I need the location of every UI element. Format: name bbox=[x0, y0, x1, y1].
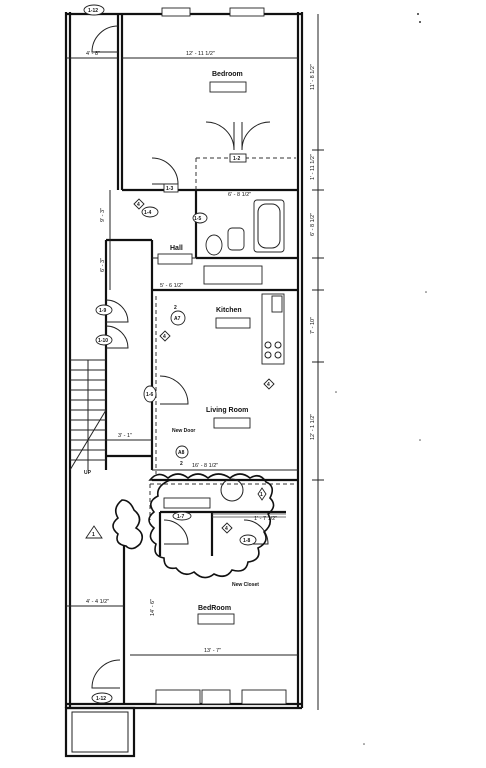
room-label-bedroom-top: Bedroom bbox=[212, 71, 243, 78]
scan-marks bbox=[335, 13, 427, 745]
dim-kitchen-depth: 7' - 10" bbox=[310, 317, 316, 334]
tag-1-10: 1-10 bbox=[98, 338, 108, 344]
dim-kitchen-width: 5' - 6 1/2" bbox=[160, 283, 183, 289]
tags: 1-12 1-2 1-3 1-4 1-5 1-9 1-10 1-6 1-7 1-… bbox=[83, 4, 275, 704]
tag-1a: 1 bbox=[92, 532, 95, 538]
annotations: New Door New Closet UP bbox=[84, 428, 259, 588]
dim-top-left-small: 4' - 8" bbox=[86, 51, 100, 57]
tag-a8: A8 bbox=[178, 450, 185, 456]
hatch-band bbox=[212, 513, 286, 518]
dim-bedroom2-depth: 14' - 6" bbox=[150, 599, 156, 616]
tag-1-8: 1-8 bbox=[243, 538, 250, 544]
tag-1b: 1 bbox=[260, 492, 263, 498]
room-label-living-room: Living Room bbox=[206, 407, 248, 414]
tag-4b: 4 bbox=[163, 334, 166, 340]
tag-1-6: 1-6 bbox=[146, 392, 153, 398]
dim-bath-width: 6' - 8 1/2" bbox=[228, 192, 251, 198]
label-box bbox=[157, 253, 193, 265]
room-label-kitchen: Kitchen bbox=[216, 307, 242, 314]
stair-up-label: UP bbox=[84, 470, 92, 476]
dim-closet-small: 1' - 7 1/2" bbox=[254, 516, 277, 522]
tag-2a: 2 bbox=[174, 305, 177, 311]
windows bbox=[155, 7, 287, 705]
label-box bbox=[209, 81, 247, 93]
dim-living-width: 16' - 8 1/2" bbox=[192, 463, 218, 469]
tag-4d: 4 bbox=[225, 526, 228, 532]
dim-living-depth: 12' - 1 1/2" bbox=[310, 414, 316, 440]
dim-hall-lower: 6' - 3" bbox=[100, 258, 106, 272]
label-box bbox=[215, 317, 251, 329]
label-box bbox=[213, 417, 251, 429]
dimension-texts: 12' - 11 1/2" 4' - 8" 11' - 8 1/2" 1' - … bbox=[86, 51, 316, 654]
dim-bath-depth: 6' - 8 1/2" bbox=[310, 213, 316, 236]
tag-1-5: 1-5 bbox=[194, 216, 201, 222]
doors bbox=[91, 25, 271, 689]
new-door-label: New Door bbox=[172, 428, 195, 434]
fixtures bbox=[163, 199, 285, 509]
dim-hall-upper: 9' - 3" bbox=[100, 208, 106, 222]
tag-1-7: 1-7 bbox=[177, 514, 184, 520]
stair bbox=[69, 359, 107, 471]
dimension-lines bbox=[66, 14, 324, 710]
tag-4a: 4 bbox=[137, 202, 140, 208]
tag-1-9: 1-9 bbox=[99, 308, 106, 314]
dim-closet-height: 1' - 11 1/2" bbox=[310, 154, 316, 180]
new-closet-label: New Closet bbox=[232, 582, 259, 588]
dim-corridor: 3' - 1" bbox=[118, 433, 132, 439]
room-label-hall: Hall bbox=[170, 245, 183, 252]
tag-1-2: 1-2 bbox=[233, 156, 240, 162]
dim-bedroom-depth: 11' - 8 1/2" bbox=[310, 64, 316, 90]
dim-lower-left: 4' - 4 1/2" bbox=[86, 599, 109, 605]
tag-1-4: 1-4 bbox=[144, 210, 151, 216]
tag-1-12: 1-12 bbox=[88, 8, 98, 14]
dim-bedroom-width: 12' - 11 1/2" bbox=[186, 51, 215, 57]
tag-a7: A7 bbox=[174, 316, 181, 322]
interior-walls bbox=[104, 14, 298, 704]
tag-1-12-bottom: 1-12 bbox=[96, 696, 106, 702]
tag-2b: 2 bbox=[180, 461, 183, 467]
tag-1-3: 1-3 bbox=[166, 186, 173, 192]
revision-clouds bbox=[112, 473, 275, 579]
dim-bedroom2-width: 13' - 7" bbox=[204, 648, 221, 654]
room-label-bedroom-bottom: BedRoom bbox=[198, 605, 231, 612]
label-box bbox=[197, 613, 235, 625]
room-labels: Bedroom Hall Kitchen Living Room BedRoom bbox=[157, 71, 251, 625]
tag-4c: 4 bbox=[267, 382, 270, 388]
